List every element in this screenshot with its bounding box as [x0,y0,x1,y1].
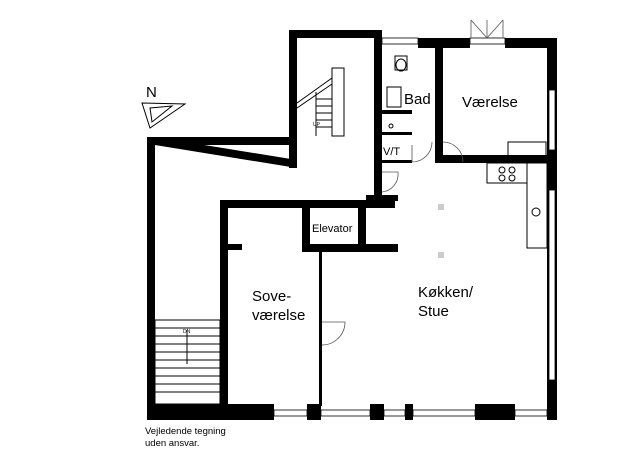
wall-room-bottom [443,155,547,163]
bathroom-fixtures [386,55,408,129]
window-right-upper [548,89,556,151]
wall-bedroom-left [220,200,228,404]
ceiling-lights [438,204,444,258]
stairs-up-label: UP [313,122,321,128]
wall-bottom-2 [307,404,321,420]
toilet-icon [394,55,408,71]
room-label-vaerelse: Værelse [462,94,518,111]
kitchen-sink-icon [531,207,541,217]
room-label-sove-2: værelse [252,307,305,324]
door-entry [381,171,399,193]
shower-icon [386,86,402,108]
room-label-kokken-1: Køkken/ [418,284,474,301]
room-label-elevator: Elevator [312,223,353,235]
wall-bottom-5 [475,404,515,420]
wall-vt-bottom [382,160,412,163]
wall-piece [374,38,384,42]
wall-tower-right [374,30,382,195]
wall-top-left [147,137,297,145]
window-1 [273,409,308,417]
disclaimer-line-2: uden ansvar. [145,438,199,449]
windows [273,37,556,417]
wall-room-top-right [505,38,557,48]
door-bedroom [321,321,346,346]
compass: N [141,84,187,129]
wall-bottom-3 [370,404,384,420]
stairs-down-label: DN [183,329,191,335]
window-bath [381,37,419,45]
wall-tower-left [289,30,297,168]
room-label-kokken-2: Stue [418,303,449,320]
kitchen-fixtures [486,141,548,249]
wall-tower-top [289,30,381,38]
wall-elevator-side [366,244,398,252]
wall-bottom-4 [405,404,413,420]
room-label-sove-1: Sove- [252,288,291,305]
wall-bedroom-stub [228,244,242,250]
wall-elevator-bottom [302,244,366,252]
window-2 [320,409,371,417]
window-4 [412,409,476,417]
wall-bedroom-divider [319,252,322,404]
wall-bad-top-right [418,38,444,48]
window-5 [514,409,548,417]
wall-vt-top [382,132,412,135]
disclaimer-line-1: Vejledende tegning [145,426,226,437]
wall-room-top-left [440,38,470,48]
door-room [442,141,464,163]
wall-diagonal [155,137,297,168]
wall-bath-bottom [382,110,412,114]
wall-elevator-right [358,200,366,252]
wall-elevator-left [302,200,310,252]
counter-icon [526,162,548,249]
wall-bottom-1 [147,404,274,420]
window-3 [383,409,406,417]
staircase-lower: DN [154,319,221,405]
room-label-bad: Bad [404,91,431,108]
stove-icon [486,162,528,184]
staircase-upper: UP [296,67,345,137]
doors [321,141,464,346]
door-vt [411,141,433,163]
wall-piece-2 [319,404,322,406]
sink-icon [388,123,394,129]
window-room [469,37,506,45]
window-right-lower [548,189,556,381]
wall-bad-room-divider [435,48,443,163]
wall-stub [366,195,398,201]
compass-north-label: N [146,84,157,101]
wall-left-outer [147,137,155,420]
balcony-door [470,19,504,39]
room-label-vt: V/T [383,146,400,158]
